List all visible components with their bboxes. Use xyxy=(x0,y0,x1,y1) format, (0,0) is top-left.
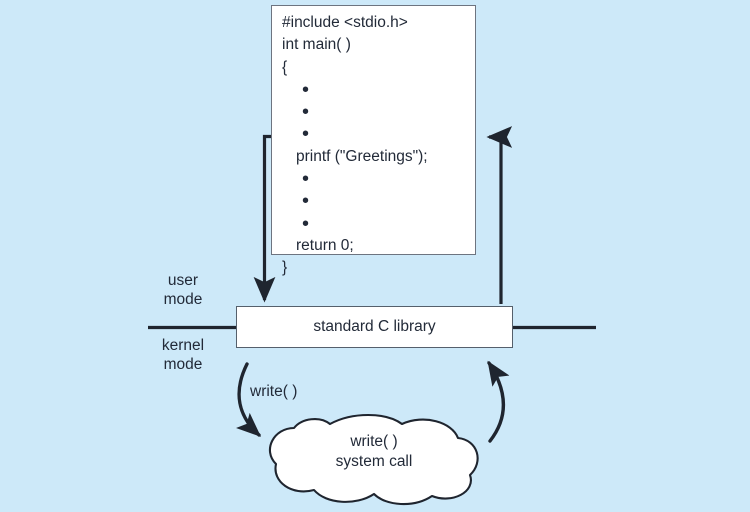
standard-c-library-box: standard C library xyxy=(236,306,513,348)
code-line: • xyxy=(302,190,310,213)
code-line: • xyxy=(302,212,310,235)
syscall-to-library-arrow xyxy=(487,360,510,443)
user-mode-label: user mode xyxy=(163,272,203,308)
code-line: #include <stdio.h> xyxy=(282,14,408,31)
system-call-cloud xyxy=(268,414,479,506)
write-call-annotation: write( ) xyxy=(250,383,298,400)
code-line: • xyxy=(302,101,310,124)
library-to-syscall-arrow xyxy=(236,362,262,437)
code-line: return 0; xyxy=(296,236,354,254)
code-line: } xyxy=(282,259,288,277)
code-line: • xyxy=(302,123,310,146)
c-program-box: #include <stdio.h>int main( ){•••printf … xyxy=(271,5,476,276)
code-line: • xyxy=(302,78,310,101)
code-line: printf ("Greetings"); xyxy=(296,147,428,165)
library-to-printf-return-arrow xyxy=(486,126,513,304)
code-line: int main( ) xyxy=(282,36,351,54)
system-call-cloud-label: write( ) system call xyxy=(335,433,413,470)
c-program-lines: #include <stdio.h>int main( ){•••printf … xyxy=(282,12,472,280)
code-line: { xyxy=(282,58,288,76)
kernel-mode-label: kernel mode xyxy=(161,337,205,373)
standard-c-library-label: standard C library xyxy=(313,318,436,335)
code-line: • xyxy=(302,168,310,191)
